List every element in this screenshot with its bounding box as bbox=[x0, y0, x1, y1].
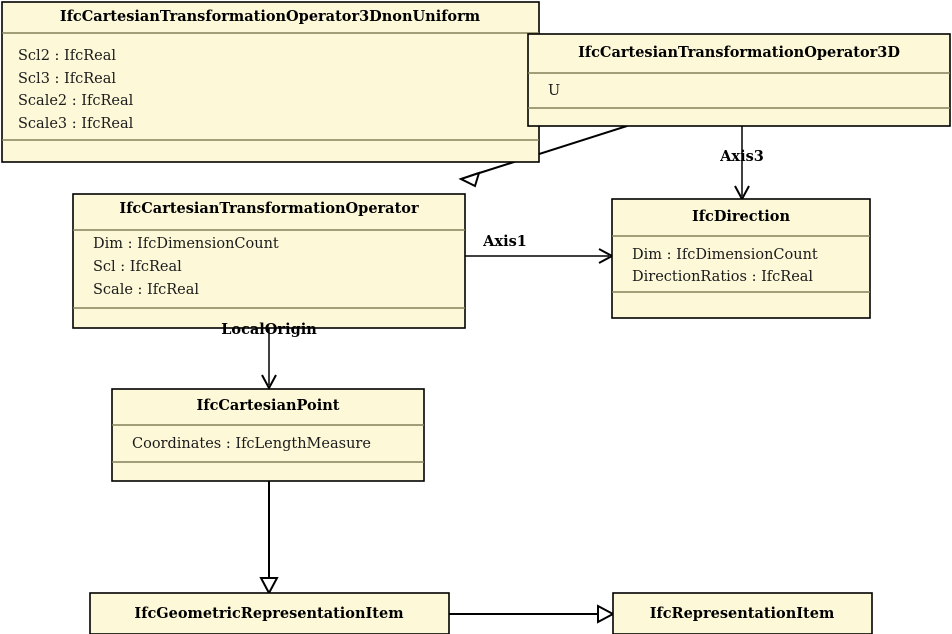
class-title: IfcCartesianPoint bbox=[197, 397, 340, 414]
edge-generalization-cartesianpoint-to-geomrepitem bbox=[259, 481, 279, 596]
class-attribute: Scale : IfcReal bbox=[93, 282, 199, 298]
class-box-ifcdirection[interactable]: IfcDirection Dim : IfcDimensionCount Dir… bbox=[611, 198, 871, 319]
class-attribute: U bbox=[548, 83, 560, 99]
class-title: IfcGeometricRepresentationItem bbox=[134, 605, 404, 622]
class-attribute: Scl : IfcReal bbox=[93, 259, 182, 275]
edge-generalization-geomrepitem-to-repitem bbox=[449, 604, 616, 624]
edge-association-axis3: Axis3 bbox=[719, 126, 764, 202]
class-box-ifcrepresentationitem[interactable]: IfcRepresentationItem bbox=[612, 592, 873, 634]
class-attribute: Scl2 : IfcReal bbox=[18, 48, 116, 64]
class-attribute: Coordinates : IfcLengthMeasure bbox=[132, 436, 371, 452]
class-box-ifccartesiantransformationoperator3d[interactable]: IfcCartesianTransformationOperator3D U bbox=[527, 33, 951, 127]
edge-label-axis1: Axis1 bbox=[482, 233, 527, 250]
class-title: IfcCartesianTransformationOperator bbox=[119, 200, 419, 217]
edge-association-localorigin bbox=[261, 322, 277, 391]
class-title: IfcRepresentationItem bbox=[650, 605, 835, 622]
edge-generalization-op3d-to-op bbox=[458, 125, 628, 188]
class-box-ifccartesiantransformationoperator3dnonuniform[interactable]: IfcCartesianTransformationOperator3DnonU… bbox=[1, 1, 540, 163]
edge-label-axis3: Axis3 bbox=[719, 148, 764, 165]
edge-label-localorigin: LocalOrigin bbox=[221, 321, 317, 338]
class-attribute: Dim : IfcDimensionCount bbox=[632, 247, 818, 263]
class-attribute: Scale3 : IfcReal bbox=[18, 116, 134, 132]
class-title: IfcDirection bbox=[692, 208, 791, 225]
class-box-ifccartesiantransformationoperator[interactable]: IfcCartesianTransformationOperator Dim :… bbox=[72, 193, 466, 329]
class-box-ifccartesianpoint[interactable]: IfcCartesianPoint Coordinates : IfcLengt… bbox=[111, 388, 425, 482]
class-attribute: Scl3 : IfcReal bbox=[18, 71, 116, 87]
class-title: IfcCartesianTransformationOperator3DnonU… bbox=[60, 8, 481, 25]
edge-association-axis1: Axis1 bbox=[465, 233, 615, 264]
class-attribute: DirectionRatios : IfcReal bbox=[632, 269, 813, 285]
class-attribute: Scale2 : IfcReal bbox=[18, 93, 134, 109]
class-title: IfcCartesianTransformationOperator3D bbox=[578, 44, 900, 61]
class-box-ifcgeometricrepresentationitem[interactable]: IfcGeometricRepresentationItem bbox=[89, 592, 450, 634]
class-attribute: Dim : IfcDimensionCount bbox=[93, 236, 279, 252]
